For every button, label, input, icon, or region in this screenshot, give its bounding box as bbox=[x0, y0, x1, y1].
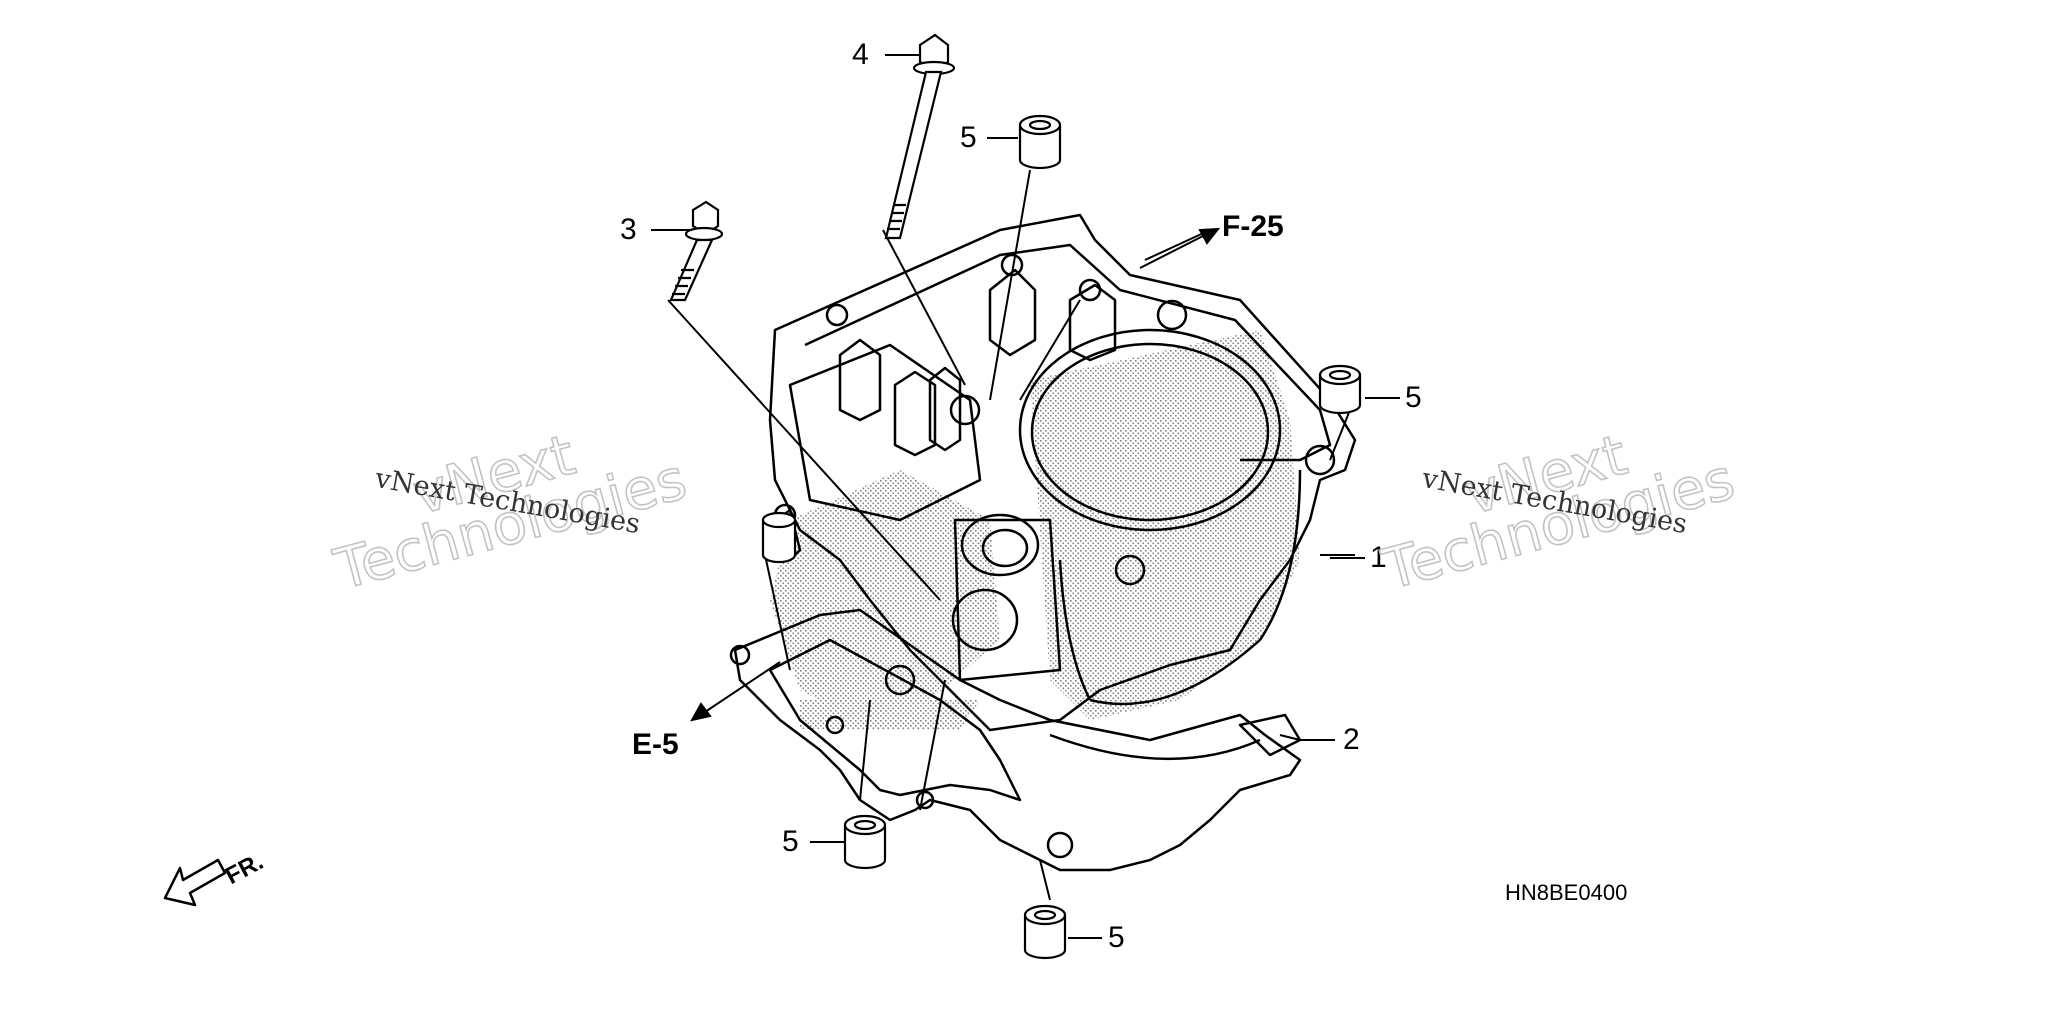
ref-arrow-f25-icon bbox=[1139, 227, 1221, 269]
bolt-3-icon bbox=[669, 200, 724, 302]
bolt-4-icon bbox=[884, 33, 956, 240]
dowel-pin-top-icon bbox=[1018, 114, 1062, 170]
cylinder-block bbox=[768, 213, 1357, 732]
dowel-pin-right-icon bbox=[1318, 364, 1362, 415]
callout-5-bottom: 5 bbox=[1108, 921, 1125, 954]
dowel-pin-left-icon bbox=[761, 511, 797, 564]
callout-3: 3 bbox=[620, 213, 637, 246]
front-direction-arrow-icon bbox=[163, 858, 227, 907]
callout-5-top: 5 bbox=[960, 121, 977, 154]
dowel-pin-lower-left-icon bbox=[843, 814, 887, 870]
callout-5-lower-left: 5 bbox=[782, 825, 799, 858]
leader-lines bbox=[667, 169, 1355, 901]
diagram-code: HN8BE0400 bbox=[1505, 880, 1628, 905]
callout-2: 2 bbox=[1343, 723, 1360, 756]
shading bbox=[770, 330, 1300, 730]
callout-4: 4 bbox=[852, 38, 869, 71]
ref-f25: F-25 bbox=[1222, 210, 1284, 243]
callout-1: 1 bbox=[1370, 541, 1387, 574]
ref-arrow-e5-icon bbox=[690, 661, 781, 722]
dowel-pin-bottom-icon bbox=[1023, 904, 1067, 960]
callout-ticks bbox=[651, 54, 1400, 939]
ref-e5: E-5 bbox=[632, 728, 679, 761]
callout-5-right: 5 bbox=[1405, 381, 1422, 414]
base-gasket bbox=[729, 608, 1302, 872]
